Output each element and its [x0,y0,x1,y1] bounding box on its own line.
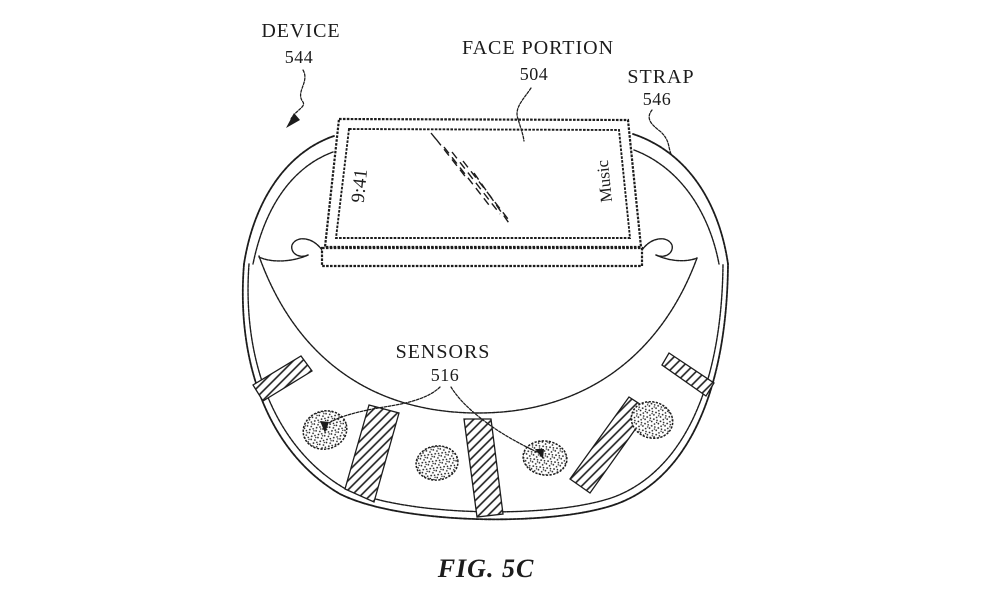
annotations: DEVICE 544 FACE PORTION 504 STRAP 546 SE… [261,20,694,459]
sensors-leader-left [328,386,441,424]
sensors-ref: 516 [431,365,460,385]
left-strap-outer-edge [243,135,335,265]
strap-leader [648,109,672,155]
sensor-ellipse-2 [415,445,459,481]
watch-face: 9:41 Music [320,117,644,268]
screen-menu-item: Music [593,159,616,204]
watch-screen-edge [334,128,632,239]
divider-strip-5 [661,352,715,397]
divider-strip-2 [344,404,400,503]
divider-strip-3 [463,418,504,518]
divider-strip-1 [252,355,313,402]
device-arrow [290,69,306,120]
sensor-ellipse-3 [522,440,568,476]
face-portion-leader [516,87,532,142]
strap-ref: 546 [643,89,672,109]
figure-caption: FIG. 5C [437,554,535,583]
device-label: DEVICE [261,20,340,42]
left-lug [258,238,323,262]
screen-glare [430,132,512,227]
face-portion-label: FACE PORTION [462,37,614,59]
device-ref: 544 [285,47,314,67]
divider-strips [252,352,715,518]
sensors-label: SENSORS [396,341,491,363]
strap-label: STRAP [627,66,694,88]
sensors-leader-left-arrowhead [320,421,329,433]
device-arrowhead [286,113,300,128]
sensors-leader-right [450,386,538,453]
watch-side-band [320,246,644,268]
left-strap-inner-edge [252,151,334,265]
face-portion-ref: 504 [520,64,549,84]
sensors-leader-right-arrowhead [535,449,544,459]
screen-time: 9:41 [348,168,372,204]
right-strap-outer-edge [632,133,729,265]
band-interior-edge [258,255,698,414]
sensor-ellipse-4 [630,400,674,440]
right-strap-inner-edge [633,149,720,265]
watch-face-frame [323,117,643,249]
band-outer-rim [241,263,729,521]
right-lug [641,238,698,262]
